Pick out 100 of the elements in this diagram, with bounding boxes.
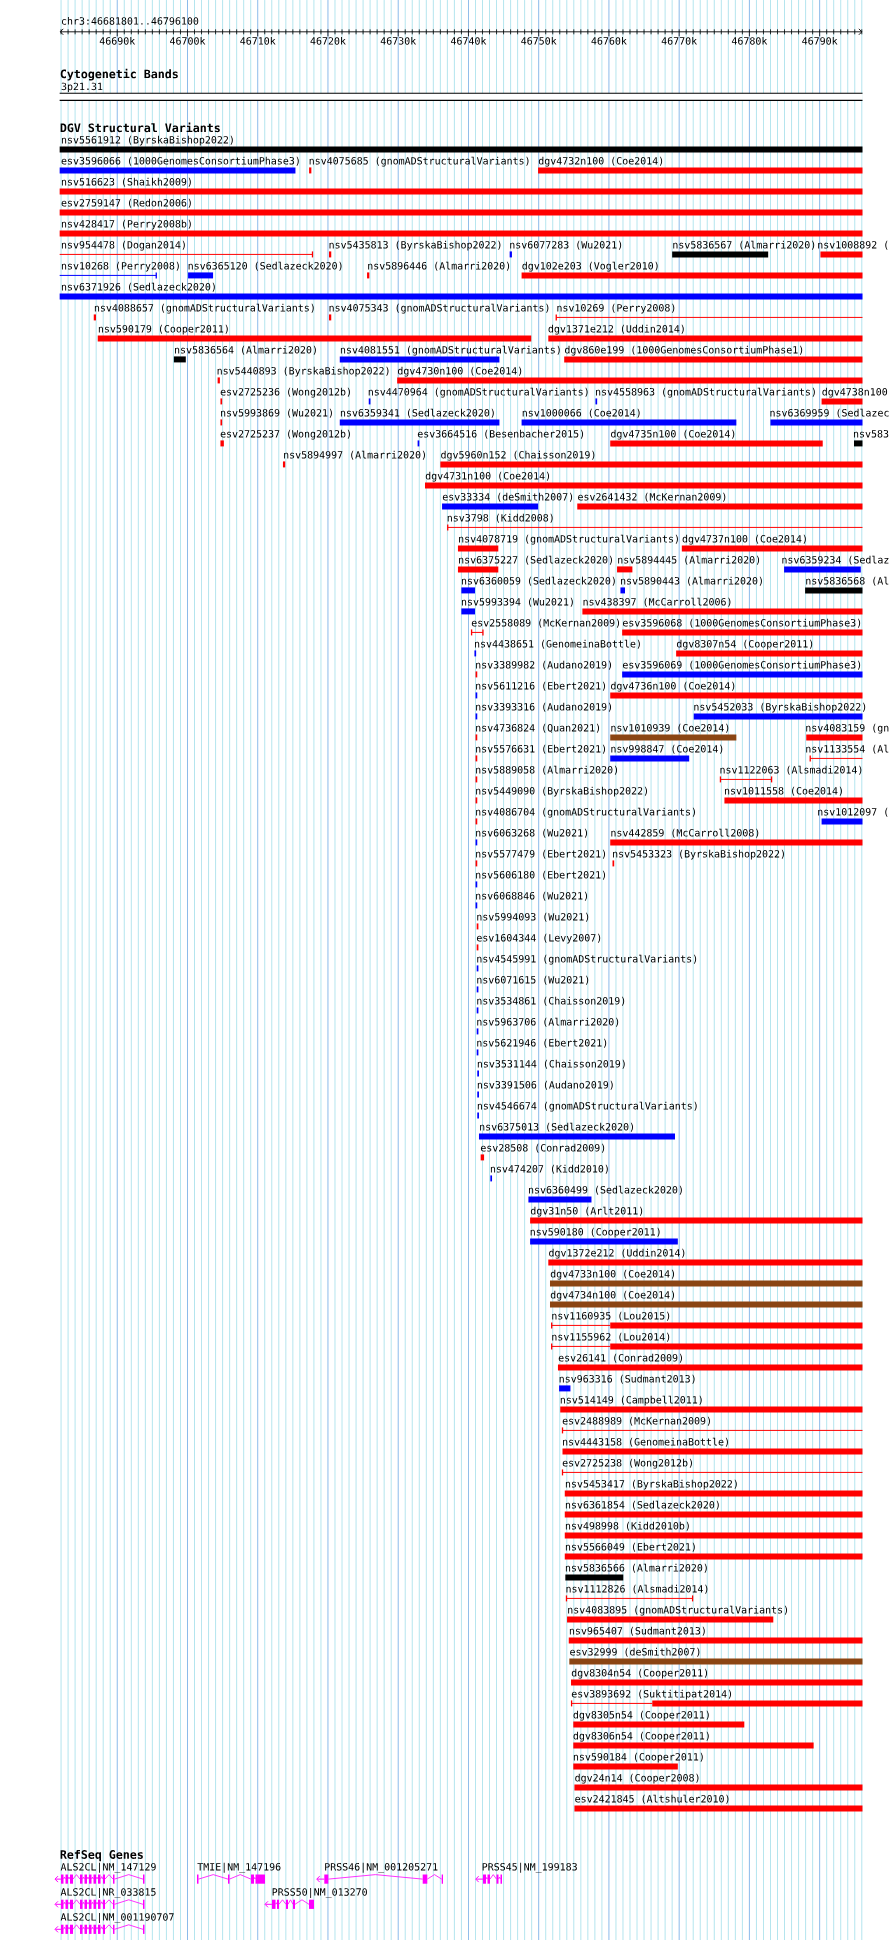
node-label: nsv3534861 (Chaisson2019) [477,996,625,1006]
node-label: nsv5577479 (Ebert2021) [476,849,606,859]
variant-bar: esv26141 (Conrad2009) [557,1353,863,1371]
variant-bar: nsv965407 (Sudmant2013) [568,1626,863,1644]
node-label: nsv6361854 (Sedlazeck2020) [565,1500,719,1510]
variant-bar: nsv5963706 (Almarri2020) [476,1017,619,1035]
variant-bar: nsv5993394 (Wu2021) [461,597,573,615]
variant-bar: nsv5836567 (Almarri2020) [672,240,815,258]
gene-model: ALS2CL|NR_033815 [54,1888,156,1909]
variant-bar: nsv4736824 (Quan2021) [475,723,600,741]
node-label: nsv4088657 (gnomADStructuralVariants) [94,303,314,314]
variant-bar: nsv10268 (Perry2008) [59,261,179,280]
track-heading: Cytogenetic Bands [60,68,178,81]
node-label: esv3893692 (Suktitipat2014) [571,1689,732,1700]
node-label: nsv5621946 (Ebert2021) [477,1038,607,1048]
variant-bar: esv2759147 (Redon2006) [59,198,863,216]
variant-bar: nsv5836566 (Almarri2020) [565,1563,707,1581]
gene-model: PRSS45|NM_199183 [475,1862,577,1884]
variant-bar: esv2725238 (Wong2012b) [561,1458,863,1477]
variant-bar: nsv5561912 (ByrskaBishop2022) [59,135,863,153]
variant-bar: nsv514149 (Campbell2011) [560,1395,863,1413]
variant-bar: esv2641432 (McKernan2009) [577,492,863,510]
variant-bar: nsv1133554 (Al [806,744,889,763]
node-label: nsv5611216 (Ebert2021) [476,681,606,691]
node-label: nsv4546674 (gnomADStructuralVariants) [477,1101,697,1112]
node-label: ALS2CL|NR_033815 [60,1888,156,1898]
variant-bar: nsv583 [854,430,889,447]
node-label: nsv590180 (Cooper2011) [530,1227,660,1238]
node-label: nsv5449090 (ByrskaBishop2022) [476,786,647,797]
node-label: nsv590184 (Cooper2011) [573,1752,703,1763]
variant-bar: dgv1372e212 (Uddin2014) [548,1248,863,1266]
variant-bar: dgv8304n54 (Cooper2011) [571,1668,863,1686]
variant-bar: nsv1160935 (Lou2015) [551,1311,863,1330]
variant-bar: nsv5435813 (ByrskaBishop2022) [329,240,501,258]
variant-bar: esv3596066 (1000GenomesConsortiumPhase3) [59,156,299,174]
variant-bar: dgv4738n100 [821,387,888,405]
variant-bar: nsv5449090 (ByrskaBishop2022) [475,786,647,804]
variant-bar: nsv6360499 (Sedlazeck2020) [528,1185,682,1203]
tick-label: 46700k [170,36,206,45]
node-label: nsv5993869 (Wu2021) [221,408,332,418]
variant-bar: nsv4558963 (gnomADStructuralVariants) [595,387,815,405]
node-label: dgv4736n100 (Coe2014) [611,681,735,692]
node-label: nsv6077283 (Wu2021) [510,240,622,250]
variant-bar: dgv8305n54 (Cooper2011) [573,1710,745,1728]
variant-bar: dgv31n50 (Arlt2011) [530,1206,863,1224]
track-heading: RefSeq Genes [60,1849,143,1862]
node-label: nsv6369959 (Sedlazec [770,408,889,418]
node-label: esv2421845 (Altshuler2010) [575,1794,729,1804]
node-label: nsv1010939 (Coe2014) [611,723,729,733]
node-label: nsv5606180 (Ebert2021) [476,870,606,880]
variant-bar: nsv5894997 (Almarri2020) [282,450,425,468]
variant-bar: nsv5611216 (Ebert2021) [475,681,606,699]
variant-bar: nsv4470964 (gnomADStructuralVariants) [368,387,588,405]
node-label: esv2641432 (McKernan2009) [578,492,726,502]
node-label: nsv6359341 (Sedlazeck2020) [340,408,494,418]
gene-model: TMIE|NM_147196 [197,1862,281,1884]
variant-bar: nsv1122063 (Alsmadi2014) [719,765,862,784]
node-label: esv3596068 (1000GenomesConsortiumPhase3) [622,618,861,628]
variant-bar: nsv498998 (Kidd2010b) [564,1521,863,1539]
variant-bar: nsv5566049 (Ebert2021) [564,1542,863,1560]
variant-bar: nsv1012097 ( [818,807,888,825]
node-label: PRSS45|NM_199183 [482,1862,577,1873]
variant-bar: nsv590180 (Cooper2011) [530,1227,678,1245]
variant-bar: esv2558089 (McKernan2009) [470,618,620,637]
node-label: nsv6359234 (Sedlaz [782,555,889,565]
cytogenetic-band: 3p21.31 [59,82,864,101]
node-label: nsv5836567 (Almarri2020) [673,240,815,250]
gene-model: ALS2CL|NM_147129 [54,1862,156,1884]
variant-bar: esv2725237 (Wong2012b) [220,429,350,447]
variant-bar: nsv5889058 (Almarri2020) [475,765,617,783]
node-label: dgv31n50 (Arlt2011) [530,1206,643,1217]
node-label: nsv4558963 (gnomADStructuralVariants) [596,387,815,398]
node-label: ALS2CL|NM_001190707 [60,1913,174,1923]
variant-bar: nsv4081551 (gnomADStructuralVariants) [339,345,560,363]
node-label: dgv4734n100 (Coe2014) [550,1290,675,1301]
node-label: nsv4083895 (gnomADStructuralVariants) [568,1605,788,1616]
variant-bar: nsv6071615 (Wu2021) [476,975,589,993]
variant-bar: nsv3531144 (Chaisson2019) [477,1059,625,1077]
variant-bar: nsv3534861 (Chaisson2019) [476,996,625,1014]
node-label: nsv583 [853,430,889,438]
node-label: nsv1008892 ( [818,240,888,250]
variant-bar: dgv4731n100 (Coe2014) [425,471,863,489]
variant-bar: esv3664516 (Besenbacher2015) [417,429,584,447]
variant-bar: nsv4438651 (GenomeinaBottle) [474,639,640,657]
variant-bar: dgv4734n100 (Coe2014) [550,1290,863,1308]
variant-bar: esv3596068 (1000GenomesConsortiumPhase3) [622,618,863,636]
node-label: esv1604344 (Levy2007) [476,933,601,944]
node-label: dgv24n14 (Cooper2008) [575,1773,699,1784]
tick-label: 46770k [661,36,697,45]
variant-bar: nsv998847 (Coe2014) [610,744,723,762]
variant-bar: nsv963316 (Sudmant2013) [559,1374,695,1392]
node-label: nsv442859 (McCarroll2008) [611,828,759,838]
node-label: dgv4737n100 (Coe2014) [682,534,806,545]
node-label: nsv4086704 (gnomADStructuralVariants) [476,807,695,818]
position-label: chr3:46681801..46796100 [61,17,199,25]
node-label: nsv3531144 (Chaisson2019) [477,1059,625,1069]
node-label: nsv998847 (Coe2014) [611,744,723,754]
variant-bar: esv3596069 (1000GenomesConsortiumPhase3) [622,660,863,678]
node-label: nsv5890443 (Almarri2020) [621,576,762,586]
node-label: nsv6371926 (Sedlazeck2020) [61,282,215,292]
